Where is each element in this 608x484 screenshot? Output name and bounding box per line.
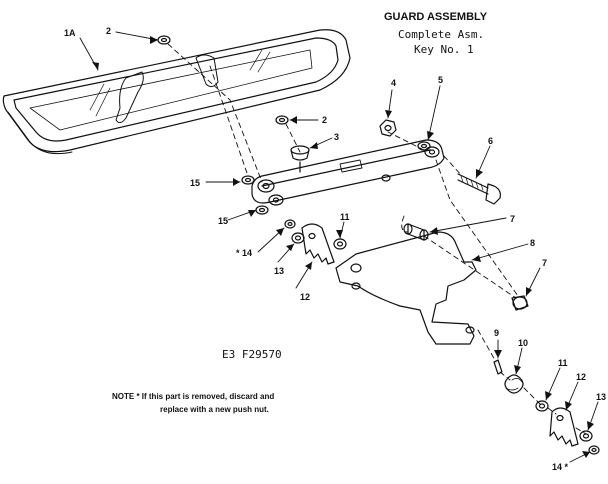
callout-7-bottom: 7: [542, 258, 547, 268]
nut-2-top: [157, 35, 171, 45]
push-nut-15-top: [241, 175, 255, 185]
washer-13-right: [579, 430, 593, 442]
push-nut-14-left: [284, 219, 296, 229]
callout-3: 3: [334, 132, 339, 142]
pawl-12-right: [549, 407, 579, 447]
callout-2-mid: 2: [322, 115, 327, 125]
title-line3: Key No. 1: [414, 43, 474, 56]
callout-6: 6: [488, 136, 493, 146]
pawl-12-left: [301, 223, 335, 265]
callout-14-left: * 14: [236, 248, 252, 258]
bracket-8: [335, 231, 477, 345]
push-nut-15-bottom: [255, 205, 269, 215]
nut-4: [379, 119, 397, 137]
guard-body: [2, 29, 351, 155]
callout-12-right: 12: [576, 372, 586, 382]
callout-14-right: 14 *: [552, 462, 569, 472]
washer-11-left: [333, 238, 347, 250]
nut-2-mid: [275, 115, 289, 125]
washer-13-left: [291, 232, 305, 244]
washer-11-right: [535, 400, 549, 412]
note-line1: NOTE * If this part is removed, discard …: [112, 392, 274, 401]
callout-13-right: 13: [596, 392, 606, 402]
callout-4: 4: [391, 78, 396, 88]
callout-5: 5: [438, 75, 443, 85]
title-line2: Complete Asm.: [398, 28, 484, 41]
washer-5: [417, 141, 431, 151]
callout-13-left: 13: [274, 266, 284, 276]
push-nut-14-right: [588, 445, 600, 455]
note-line2: replace with a new push nut.: [160, 405, 269, 414]
spacer-7-bottom: [511, 295, 529, 311]
callout-15-top: 15: [190, 178, 200, 188]
callout-8: 8: [530, 238, 535, 248]
support-arm: [251, 139, 445, 206]
callout-12-left: 12: [300, 292, 310, 302]
alignment-lines: [167, 43, 587, 435]
callout-9: 9: [494, 328, 499, 338]
arrowheads: [92, 36, 594, 458]
bolt-6: [457, 173, 501, 205]
pin-9: [493, 359, 503, 375]
callout-7-top: 7: [510, 214, 515, 224]
callout-11-right: 11: [558, 358, 568, 368]
callout-15-bottom: 15: [218, 216, 228, 226]
callout-1a: 1A: [64, 28, 76, 38]
callout-2-top: 2: [106, 26, 111, 36]
title-heading: GUARD ASSEMBLY: [384, 11, 488, 23]
knob-3: [290, 145, 310, 173]
drawing-code: E3 F29570: [222, 348, 282, 361]
spring-10: [504, 374, 524, 394]
callout-10: 10: [518, 338, 528, 348]
callout-11-left: 11: [340, 212, 350, 222]
